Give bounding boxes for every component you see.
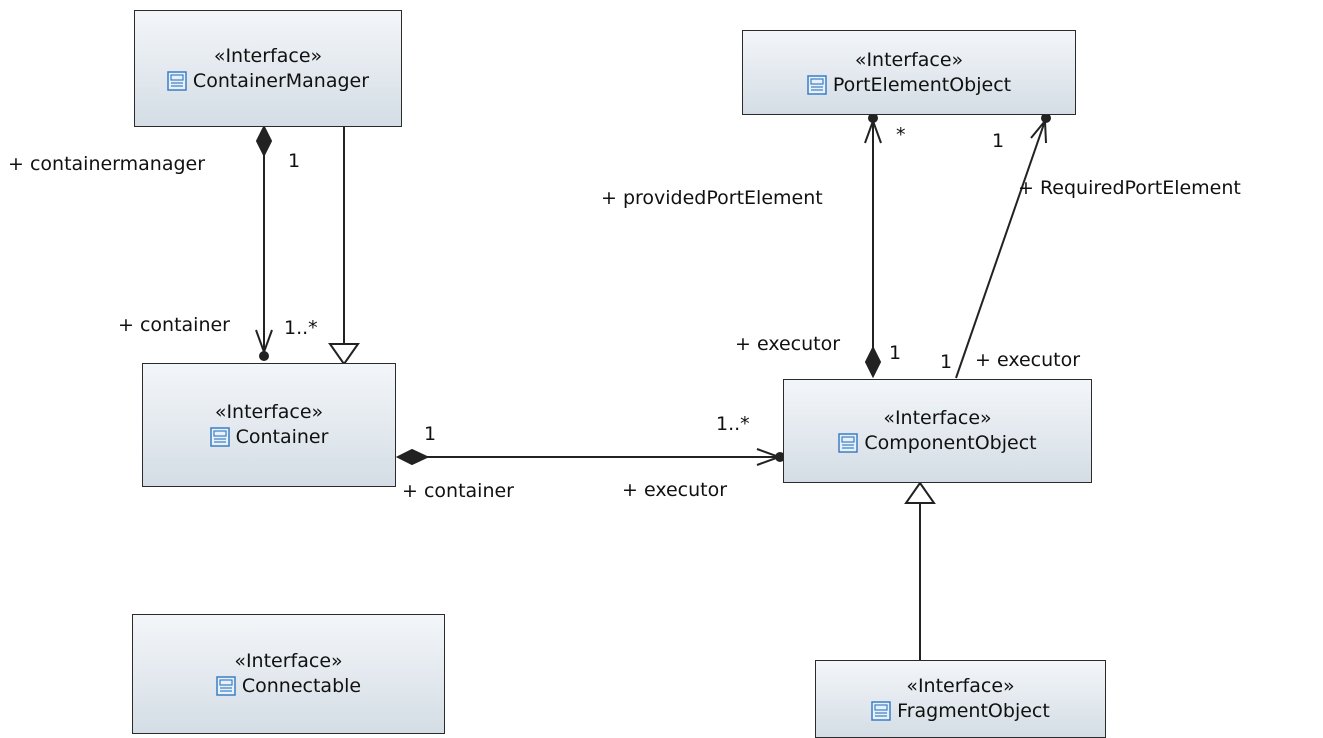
provided-composition-diamond: [864, 345, 882, 379]
multiplicity-executor-required-label: 1: [940, 351, 953, 373]
multiplicity-executor-provided-label: 1: [889, 342, 902, 364]
container-composition-diamond: [395, 448, 430, 466]
class-fragmentobject[interactable]: «Interface» FragmentObject: [815, 660, 1106, 738]
class-containermanager[interactable]: «Interface» ContainerManager: [134, 10, 402, 127]
stereotype-label: «Interface»: [214, 401, 324, 423]
container-ownership-dot: [259, 351, 269, 361]
multiplicity-required-port-label: 1: [992, 130, 1005, 152]
stereotype-label: «Interface»: [234, 650, 343, 672]
stereotype-label: «Interface»: [906, 675, 1015, 697]
interface-icon: [209, 427, 230, 447]
role-assoc-container-label: + container: [402, 480, 514, 502]
class-portelementobject[interactable]: «Interface» PortElementObject: [742, 30, 1076, 115]
class-name: FragmentObject: [897, 700, 1050, 722]
role-executor-provided-label: + executor: [735, 333, 841, 355]
multiplicity-assoc-container-label: 1: [424, 423, 437, 445]
required-port-association[interactable]: [955, 117, 1047, 379]
stereotype-label: «Interface»: [854, 48, 964, 71]
multiplicity-assoc-executor-label: 1..*: [716, 413, 750, 435]
interface-icon: [167, 70, 187, 91]
multiplicity-container-label: 1..*: [284, 317, 318, 339]
class-componentobject[interactable]: «Interface» ComponentObject: [783, 379, 1092, 483]
interface-icon: [216, 676, 236, 696]
interface-icon: [871, 701, 891, 721]
stereotype-label: «Interface»: [883, 407, 992, 429]
class-name: ContainerManager: [192, 69, 370, 92]
interface-icon: [807, 74, 827, 95]
interface-icon: [838, 433, 859, 453]
provided-ownership-dot: [868, 113, 878, 123]
class-name: PortElementObject: [832, 73, 1012, 96]
stereotype-label: «Interface»: [213, 44, 323, 67]
class-connectable[interactable]: «Interface» Connectable: [132, 614, 445, 734]
role-assoc-executor-label: + executor: [622, 479, 728, 501]
multiplicity-provided-port-label: *: [896, 124, 906, 146]
role-provided-port-label: + providedPortElement: [601, 187, 823, 209]
role-containermanager-label: + containermanager: [8, 153, 206, 175]
generalization-triangle-container: [328, 343, 360, 366]
class-name: Connectable: [241, 675, 362, 697]
required-ownership-dot: [1041, 113, 1051, 123]
class-name: Container: [235, 426, 329, 448]
multiplicity-containermanager-label: 1: [288, 150, 301, 172]
executor-ownership-dot: [775, 452, 785, 462]
containermanager-composition-diamond: [255, 124, 273, 158]
class-name: ComponentObject: [864, 432, 1037, 454]
role-required-port-label: + RequiredPortElement: [1018, 177, 1241, 199]
role-container-label: + container: [118, 314, 230, 336]
class-container[interactable]: «Interface» Container: [142, 363, 396, 487]
role-executor-required-label: + executor: [975, 349, 1081, 371]
generalization-triangle-componentobject: [904, 481, 936, 504]
